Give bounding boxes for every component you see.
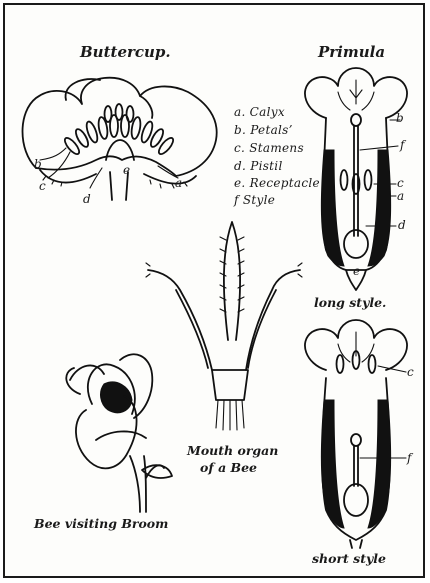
buttercup-letter-c: c bbox=[39, 180, 46, 192]
primula-short-letter-c: c bbox=[407, 366, 414, 378]
primula-long-letter-d: d bbox=[398, 219, 406, 231]
primula-long-letter-e: e bbox=[353, 265, 360, 277]
bee-broom-drawing bbox=[66, 354, 172, 512]
key-item-petals: b. Petals’ bbox=[234, 124, 293, 136]
bee-broom-caption: Bee visiting Broom bbox=[34, 518, 168, 531]
primula-short-drawing bbox=[305, 320, 407, 548]
primula-short-caption: short style bbox=[312, 553, 386, 566]
primula-short-letter-f: f bbox=[407, 452, 411, 464]
primula-long-letter-b: b bbox=[396, 112, 404, 124]
primula-title: Primula bbox=[318, 45, 385, 60]
key-item-calyx: a. Calyx bbox=[234, 106, 285, 118]
buttercup-title: Buttercup. bbox=[80, 45, 171, 60]
primula-long-caption: long style. bbox=[314, 297, 386, 310]
primula-long-letter-f: f bbox=[400, 139, 404, 151]
primula-long-letter-c: c bbox=[397, 177, 404, 189]
primula-long-letter-a: a bbox=[397, 190, 404, 202]
key-item-style: f Style bbox=[234, 194, 275, 206]
primula-long-drawing bbox=[305, 68, 407, 290]
buttercup-drawing bbox=[23, 78, 217, 200]
buttercup-letter-d: d bbox=[83, 193, 91, 205]
key-item-stamens: c. Stamens bbox=[234, 142, 304, 154]
key-item-receptacle: e. Receptacle bbox=[234, 177, 320, 189]
bee-mouth-caption-line1: Mouth organ bbox=[187, 445, 278, 458]
buttercup-letter-b: b bbox=[34, 158, 42, 170]
key-item-pistil: d. Pistil bbox=[234, 160, 283, 172]
buttercup-letter-e: e bbox=[123, 164, 130, 176]
buttercup-letter-a: a bbox=[175, 177, 182, 189]
bee-mouth-caption-line2: of a Bee bbox=[200, 462, 257, 475]
bee-mouth-drawing bbox=[146, 222, 302, 430]
